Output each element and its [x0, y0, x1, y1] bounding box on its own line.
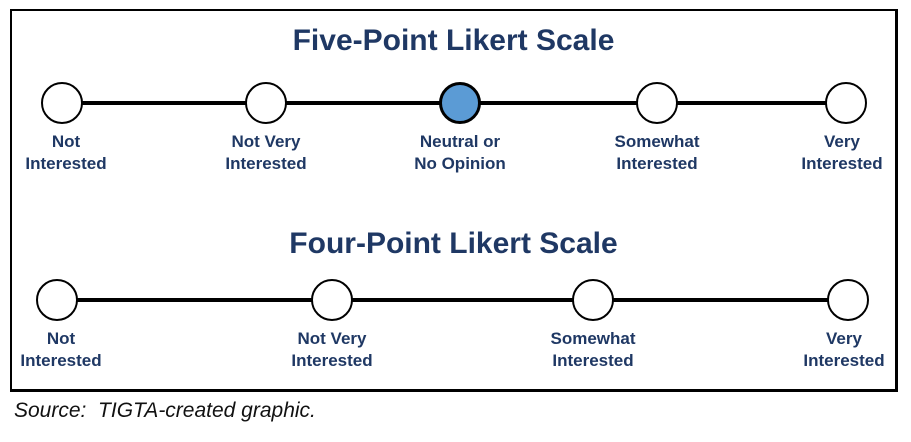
four-point-label-not-very-interested: Not Very Interested: [291, 329, 373, 370]
five-point-label-neutral: Neutral or No Opinion: [414, 132, 506, 173]
graphic-border-frame: Five-Point Likert Scale Not Interested N…: [10, 9, 898, 392]
five-point-circle-neutral-selected: [439, 82, 481, 124]
five-point-scale-title: Five-Point Likert Scale: [292, 24, 615, 57]
source-note: Source: TIGTA-created graphic.: [14, 399, 316, 422]
five-point-circle-not-interested: [41, 82, 83, 124]
five-point-circle-very-interested: [825, 82, 867, 124]
four-point-label-very-interested: Very Interested: [803, 329, 885, 370]
four-point-label-not-interested: Not Interested: [20, 329, 102, 370]
five-point-label-very-interested: Very Interested: [801, 132, 883, 173]
four-point-scale-title: Four-Point Likert Scale: [289, 227, 618, 260]
four-point-circle-somewhat-interested: [572, 279, 614, 321]
four-point-circle-not-very-interested: [311, 279, 353, 321]
five-point-circle-not-very-interested: [245, 82, 287, 124]
five-point-label-not-very-interested: Not Very Interested: [225, 132, 307, 173]
four-point-circle-not-interested: [36, 279, 78, 321]
five-point-label-somewhat-interested: Somewhat Interested: [614, 132, 700, 173]
four-point-circle-very-interested: [827, 279, 869, 321]
four-point-label-somewhat-interested: Somewhat Interested: [550, 329, 636, 370]
five-point-label-not-interested: Not Interested: [25, 132, 107, 173]
five-point-circle-somewhat-interested: [636, 82, 678, 124]
four-point-scale-line: [57, 298, 848, 302]
